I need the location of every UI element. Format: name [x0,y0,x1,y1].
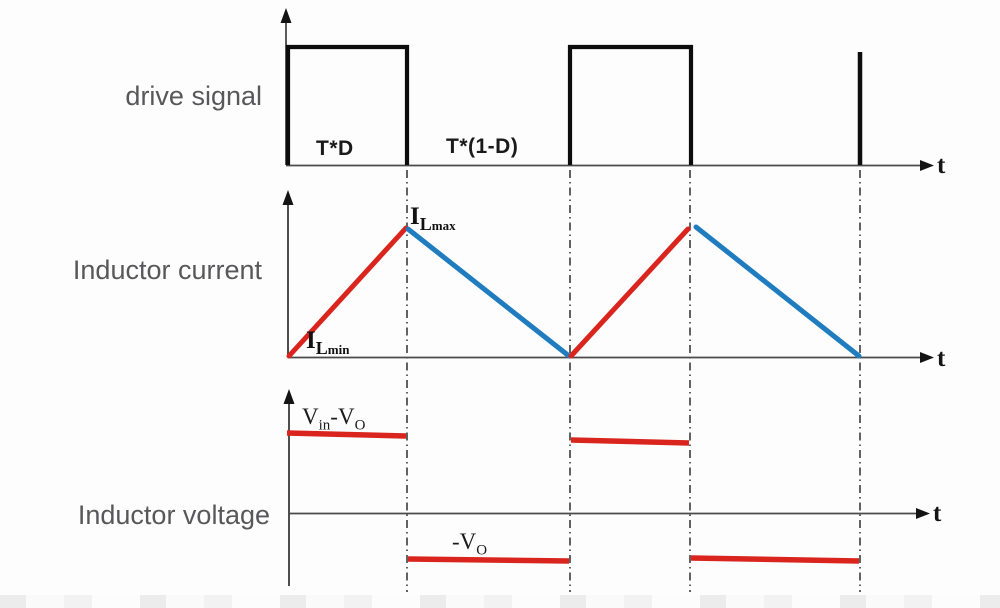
inductor-voltage-plot [283,389,930,586]
current-y-axis-arrow-icon [282,190,294,205]
minus-vo-base: -V [330,404,355,429]
ilmax-base: I [410,203,420,230]
drive-t-axis-arrow-icon [920,160,934,171]
dashdot-alignment-lines [406,170,861,592]
voltage-low-level-label: -VO [452,529,487,560]
inductor-current-min-label: ILmin [306,328,349,357]
on-time-duty-label: T*D [316,137,354,160]
vo-sub: O [354,417,366,434]
inductor-current-row-label: Inductor current [72,255,262,285]
voltage-high-level-label: Vin-VO [302,404,365,435]
vin-sub: in [318,417,331,434]
current-falling-segment-2 [693,224,862,359]
vin-base: V [302,404,319,429]
voltage-low-segment-2 [690,555,860,564]
current-falling-segment-1 [405,226,572,359]
drive-signal-plot [280,8,934,171]
voltage-time-axis-label: t [933,500,942,527]
inductor-current-plot [282,190,934,363]
voltage-low-segment-1 [407,556,570,564]
inductor-current-max-label: ILmax [410,204,456,233]
voltage-high-segment-2 [570,437,690,446]
voltage-high-segment-1 [286,430,407,439]
current-t-axis-arrow-icon [920,352,934,363]
current-rising-segment-1 [286,225,409,359]
current-rising-segment-2 [568,226,691,359]
current-time-axis-label: t [937,345,946,372]
voltage-y-axis-arrow-icon [283,389,295,404]
drive-time-axis-label: t [937,152,946,179]
ilmin-base: I [306,327,316,354]
drive-pulse-1 [285,44,410,165]
ilmin-sub-l: L [315,338,328,358]
drive-pulse-2 [567,44,694,165]
bottom-compression-artifact-band [0,595,1000,608]
ilmax-sub-max: max [431,218,456,233]
off-time-duty-label: T*(1-D) [446,135,519,158]
inductor-voltage-row-label: Inductor voltage [77,500,270,530]
voltage-t-axis-arrow-icon [916,508,930,519]
drive-signal-row-label: drive signal [125,81,262,111]
ilmin-sub-min: min [327,342,350,357]
neg-vo-base: -V [452,529,477,554]
neg-vo-sub: O [476,542,488,559]
drive-y-axis-arrow-icon [280,8,292,23]
ilmax-sub-l: L [419,214,432,234]
